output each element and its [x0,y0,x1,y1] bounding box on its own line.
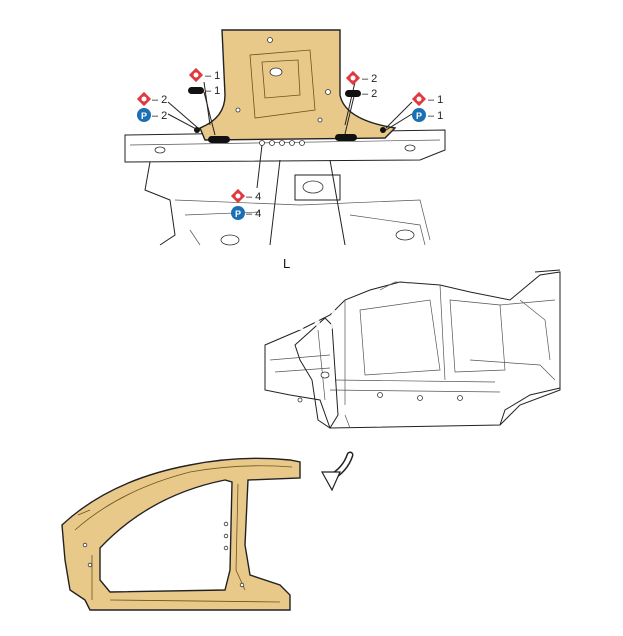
callout-top-right-seal: – 2 [345,88,377,100]
callout-text: – 1 [428,94,443,106]
callout-right-plug: P – 1 [412,108,443,122]
plug-weld-icon [137,108,151,122]
callout-text: – 1 [205,85,220,97]
view-label: L [283,256,290,271]
watermark-logo: SOLARIS AUTO [62,300,341,338]
callout-right-weld: – 1 [411,91,443,107]
spot-weld-icon [411,91,427,107]
callout-text: – 2 [362,73,377,85]
callout-text: – 2 [152,94,167,106]
callout-top-left-weld: – 1 [188,67,220,83]
plug-letter: P [235,209,241,219]
callout-left-plug: P – 2 [137,108,167,122]
callout-bottom-weld: – 4 [230,188,261,204]
side-outer-panel [61,457,301,611]
spot-weld-icon [136,91,152,107]
plug-weld-icon [231,206,245,220]
sill-structure [124,129,446,246]
spot-weld-icon [188,67,204,83]
leader-lines [167,81,413,189]
callout-bottom-plug: P – 4 [231,206,261,220]
b-pillar-lower-panel [194,29,397,143]
plug-weld-icon [412,108,426,122]
callout-text: – 4 [246,191,261,203]
plug-letter: P [141,111,147,121]
callout-text: – 4 [246,208,261,220]
callout-text: – 2 [362,88,377,100]
spot-weld-icon [345,70,361,86]
top-detail-view: – 1 – 1 – 2 P – 2 – 2 – 2 [124,29,446,246]
callout-left-weld: – 2 [136,91,167,107]
plug-letter: P [416,111,422,121]
body-side-structure [264,269,561,429]
spot-weld-icon [230,188,246,204]
callout-text: – 1 [428,110,443,122]
sealer-icon [188,87,204,94]
curved-arrow-icon [320,451,354,492]
sealer-icon [345,90,361,97]
callout-text: – 2 [152,110,167,122]
callout-top-right-weld: – 2 [345,70,377,86]
callout-text: – 1 [205,70,220,82]
callout-top-left-seal: – 1 [188,85,220,97]
